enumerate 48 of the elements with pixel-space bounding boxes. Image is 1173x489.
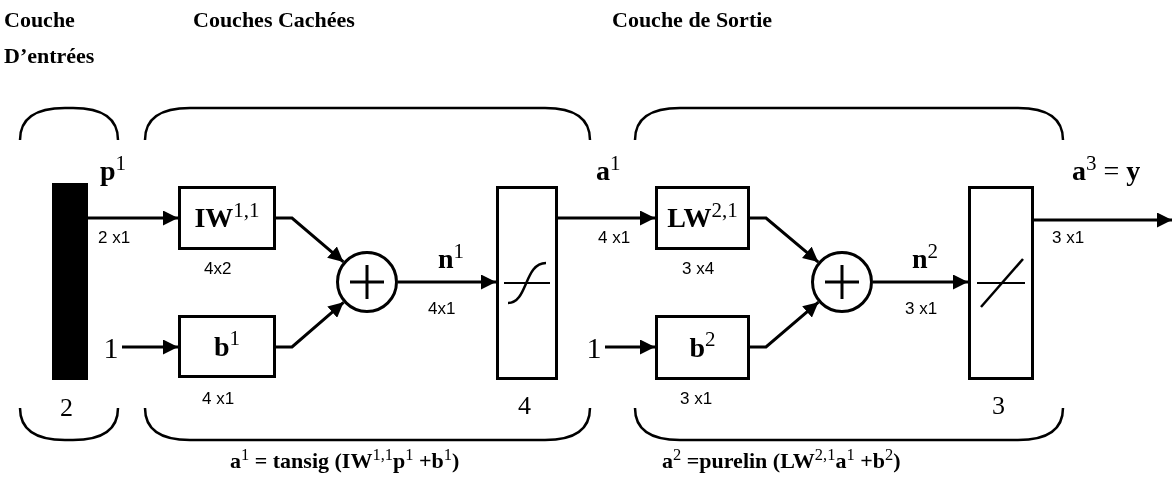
arrow bbox=[1034, 212, 1172, 228]
dimension-label: 3 x1 bbox=[1052, 227, 1085, 249]
block-label: LW$^{2,1}$ bbox=[667, 197, 738, 235]
arrow bbox=[605, 339, 655, 355]
weight-box bbox=[655, 315, 750, 380]
dimension-label: 4x1 bbox=[428, 298, 456, 320]
arrow bbox=[276, 301, 345, 349]
edge-label: a$^{1}$ bbox=[596, 155, 621, 186]
layer-title: Couche D’entrées bbox=[4, 6, 96, 70]
dimension-label: 3 x1 bbox=[905, 298, 938, 320]
block-label: IW$^{1,1}$ bbox=[194, 197, 260, 235]
dimension-label: 4 x1 bbox=[598, 227, 631, 249]
arrow bbox=[88, 210, 178, 226]
input-value: 1 bbox=[583, 330, 605, 364]
dimension-label: 4 x1 bbox=[202, 389, 235, 408]
arrow bbox=[873, 274, 968, 290]
block-label: b$^{1}$ bbox=[213, 325, 241, 364]
dimension-label: 2 x1 bbox=[98, 227, 131, 249]
arrow bbox=[750, 301, 820, 349]
edge-label: n$^{1}$ bbox=[438, 243, 465, 274]
dimension-label: 4x2 bbox=[204, 259, 232, 278]
weight-box bbox=[178, 315, 276, 378]
dimension-label: 3 x4 bbox=[682, 259, 715, 278]
edge-label: a$^{3}$ = y bbox=[1072, 155, 1141, 186]
summing-junction bbox=[336, 251, 398, 313]
edge-label: n$^{2}$ bbox=[912, 243, 939, 274]
summing-junction bbox=[811, 251, 873, 313]
dimension-label: 2 bbox=[60, 393, 73, 422]
layer-title: Couches Cachées bbox=[193, 6, 355, 34]
dimension-label: 4 bbox=[518, 391, 531, 420]
edge-label: p$^{1}$ bbox=[100, 155, 127, 186]
arrow bbox=[750, 216, 820, 264]
dimension-label: 3 bbox=[992, 391, 1005, 420]
arrow bbox=[398, 274, 496, 290]
input-bar bbox=[52, 183, 88, 380]
layer-title: Couche de Sortie bbox=[612, 6, 773, 34]
transfer-function-box bbox=[968, 186, 1034, 380]
arrow bbox=[558, 210, 655, 226]
arrow bbox=[276, 216, 345, 264]
weight-box bbox=[178, 186, 276, 250]
input-value: 1 bbox=[100, 330, 122, 364]
formula-text: a$^{1}$ = tansig (IW$^{1,1}$p$^{1}$ +b$^{1}$) bbox=[230, 444, 460, 475]
formula-text: a$^{2}$ =purelin (LW$^{2,1}$a$^{1}$ +b$^{2}$) bbox=[662, 444, 901, 475]
dimension-label: 3 x1 bbox=[680, 389, 713, 408]
transfer-function-box bbox=[496, 186, 558, 380]
block-label: b$^{2}$ bbox=[689, 326, 716, 365]
weight-box bbox=[655, 186, 750, 250]
arrow bbox=[122, 339, 178, 355]
